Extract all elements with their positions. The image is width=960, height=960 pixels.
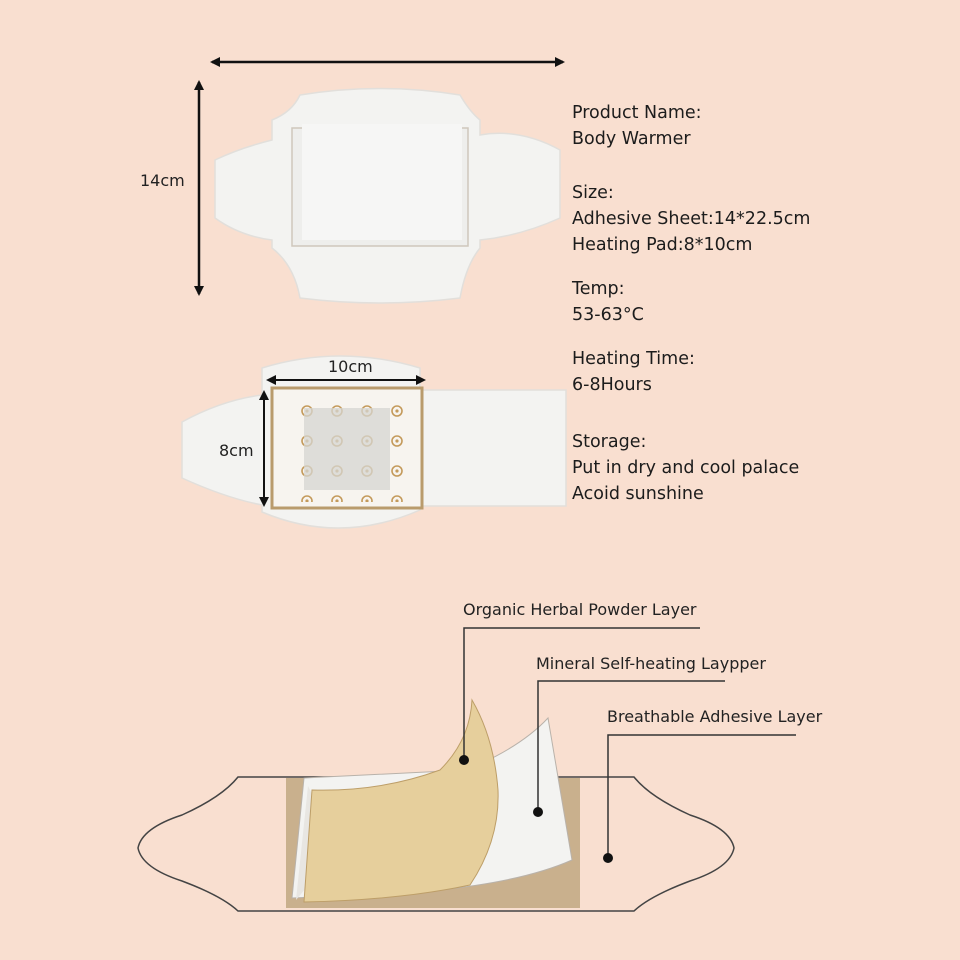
heating-pad-illustration	[181, 355, 567, 529]
herbal-layer-label: Organic Herbal Powder Layer	[463, 600, 697, 619]
spec-temp: Temp: 53-63°C	[572, 276, 644, 328]
spec-product-name: Product Name: Body Warmer	[572, 100, 702, 152]
spec-size: Size: Adhesive Sheet:14*22.5cm Heating P…	[572, 180, 810, 258]
spec-heading: Product Name:	[572, 103, 702, 123]
layer-structure-illustration	[137, 698, 735, 912]
mineral-layer-marker	[533, 807, 543, 817]
spec-heating-time: Heating Time: 6-8Hours	[572, 346, 695, 398]
adhesive-sheet-illustration	[214, 87, 561, 304]
spec-heading: Size:	[572, 183, 614, 203]
pad-width-dimension-label: 10cm	[328, 357, 373, 376]
spec-heading: Heating Time:	[572, 349, 695, 369]
spec-value: 53-63°C	[572, 305, 644, 325]
spec-value: Acoid sunshine	[572, 484, 704, 504]
herbal-layer-shape	[303, 698, 499, 903]
herbal-layer-marker	[459, 755, 469, 765]
spec-value: Body Warmer	[572, 129, 691, 149]
adhesive-layer-marker	[603, 853, 613, 863]
spec-value: Heating Pad:8*10cm	[572, 235, 753, 255]
height-dimension-label: 14cm	[140, 171, 185, 190]
spec-storage: Storage: Put in dry and cool palace Acoi…	[572, 429, 799, 507]
pad-height-dimension-label: 8cm	[219, 441, 254, 460]
layer-leader-lines	[463, 627, 796, 858]
spec-value: Put in dry and cool palace	[572, 458, 800, 478]
spec-heading: Storage:	[572, 432, 647, 452]
spec-value: Adhesive Sheet:14*22.5cm	[572, 209, 811, 229]
spec-heading: Temp:	[572, 279, 625, 299]
spec-value: 6-8Hours	[572, 375, 652, 395]
adhesive-layer-label: Breathable Adhesive Layer	[607, 707, 823, 726]
mineral-layer-label: Mineral Self-heating Laypper	[536, 654, 766, 673]
